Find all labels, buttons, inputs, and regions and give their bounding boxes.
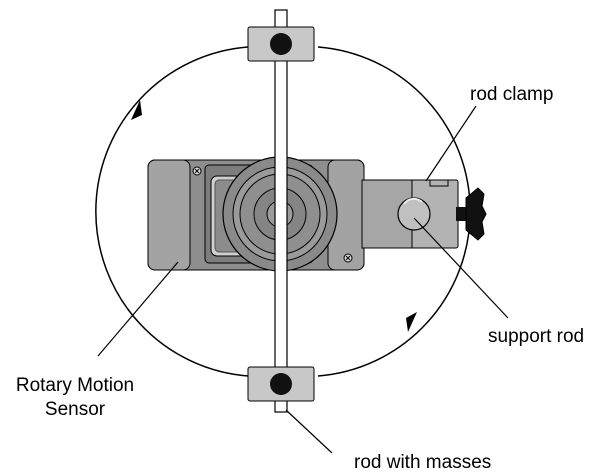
leader-rod-with-masses xyxy=(285,409,333,454)
sensor-end-left xyxy=(147,159,191,271)
leader-lines xyxy=(97,105,509,454)
label-sensor-line2: Sensor xyxy=(45,399,106,420)
label-rod-with-masses: rod with masses xyxy=(354,452,491,473)
knob-icon xyxy=(456,187,487,241)
screw-icon xyxy=(343,253,353,263)
arrow-down-icon xyxy=(406,312,417,332)
rotary-motion-sensor xyxy=(147,156,365,272)
label-support-rod: support rod xyxy=(488,326,584,347)
rotation-arc-left xyxy=(95,46,249,377)
rod-clamp xyxy=(361,179,487,249)
rod xyxy=(274,9,288,413)
screw-icon xyxy=(192,166,202,176)
leader-rod-clamp xyxy=(425,105,477,182)
label-rod-clamp: rod clamp xyxy=(470,84,553,105)
clamp-notch xyxy=(429,180,449,187)
mass-bottom xyxy=(247,366,315,402)
leader-support-rod xyxy=(413,217,509,319)
label-sensor-line1: Rotary Motion xyxy=(16,375,134,396)
mass-top xyxy=(247,26,315,62)
support-rod-end xyxy=(397,197,431,231)
arrow-up-icon xyxy=(131,100,142,120)
rod-with-masses xyxy=(247,9,315,413)
leader-sensor xyxy=(97,261,179,357)
